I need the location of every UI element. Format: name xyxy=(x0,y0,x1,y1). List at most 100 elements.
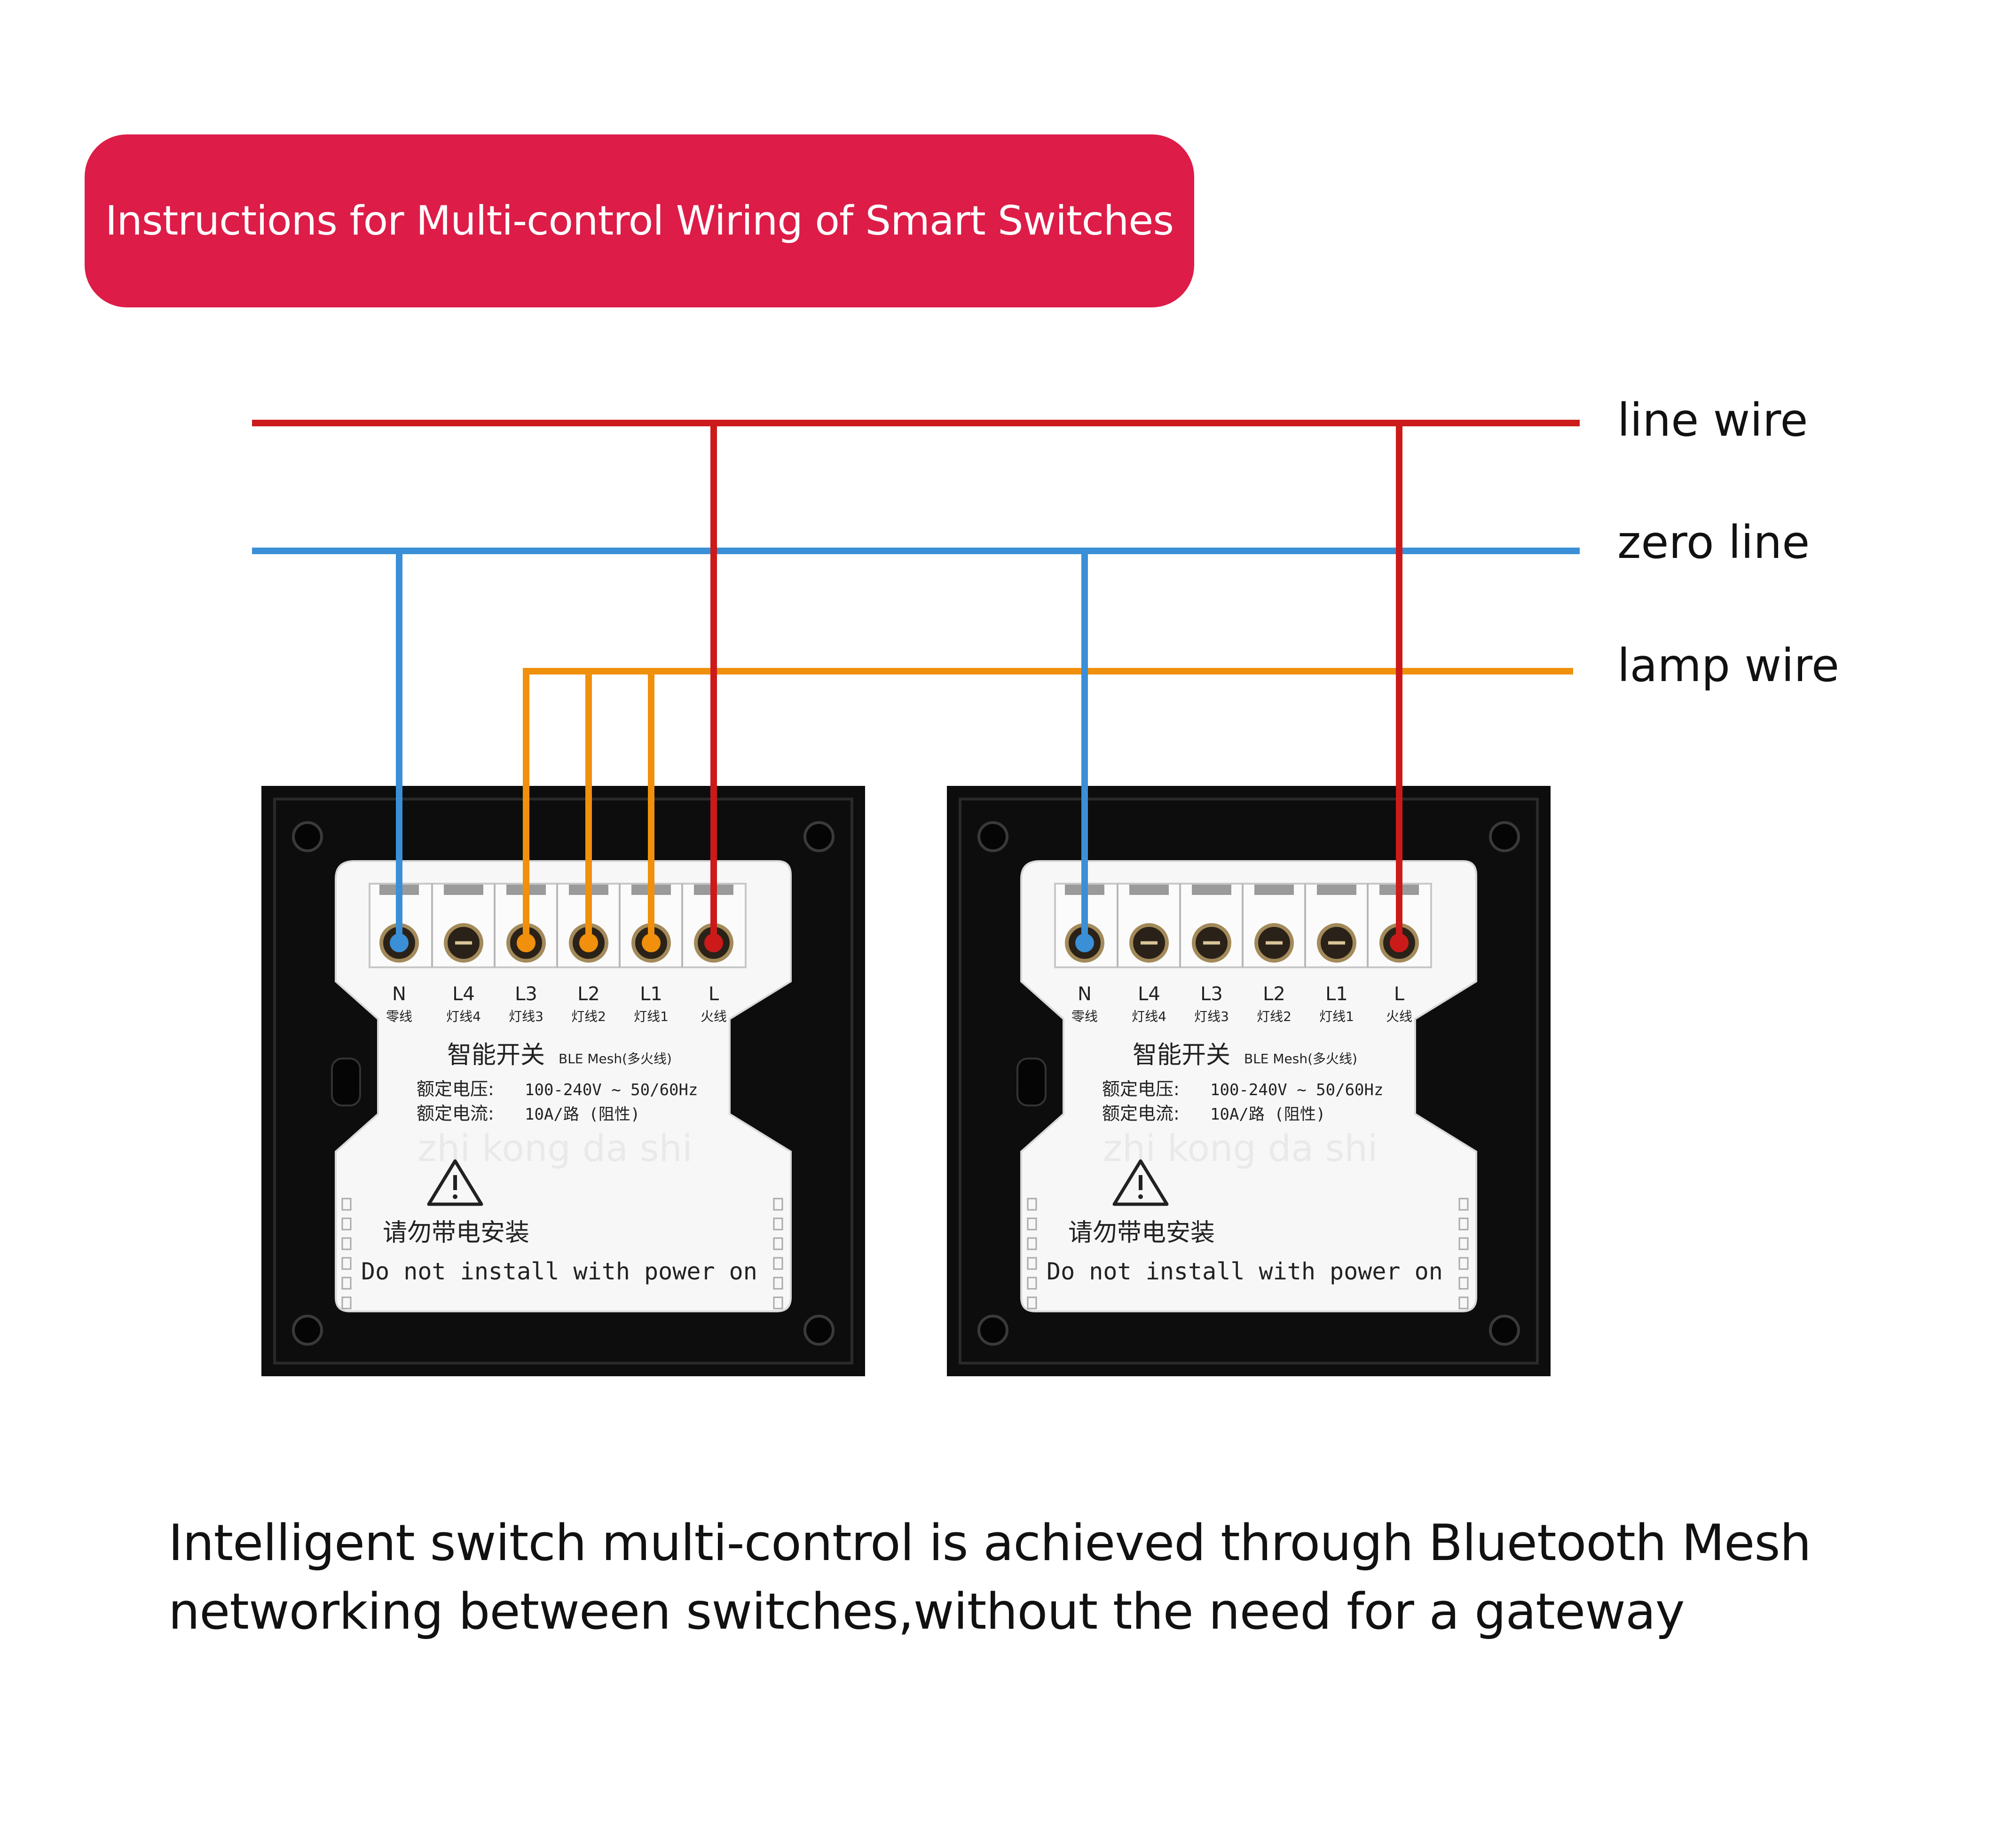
terminal-label-cn: 灯线2 xyxy=(571,1009,606,1024)
vent-slot xyxy=(773,1257,783,1270)
product-name: 智能开关 xyxy=(447,1041,545,1069)
terminal-clamp xyxy=(1254,885,1294,895)
terminal-label-cn: 灯线4 xyxy=(446,1009,481,1024)
product-model: BLE Mesh(多火线) xyxy=(1244,1051,1357,1066)
terminal-label-l: L xyxy=(709,983,719,1005)
terminal-label-cn: 零线 xyxy=(386,1009,412,1024)
caption-line-2: networking between switches,without the … xyxy=(168,1583,1685,1640)
vent-slot xyxy=(1027,1217,1037,1231)
product-model: BLE Mesh(多火线) xyxy=(559,1051,672,1066)
vent-slot xyxy=(341,1237,352,1250)
panel-slot xyxy=(1016,1058,1047,1106)
vent-slot xyxy=(773,1277,783,1290)
terminal-label-l2: L2 xyxy=(1263,983,1285,1005)
terminal-label-l3: L3 xyxy=(1200,983,1223,1005)
wire-end-icon xyxy=(1390,933,1409,952)
voltage-value: 100-240V ~ 50/60Hz xyxy=(525,1081,698,1099)
watermark-text: zhi kong da shi xyxy=(417,1128,693,1170)
mounting-hole-icon xyxy=(1489,821,1520,852)
mounting-hole-icon xyxy=(1489,1315,1520,1346)
current-label: 额定电流: xyxy=(417,1103,494,1124)
switch-module xyxy=(335,860,792,1312)
vent-slot xyxy=(1027,1296,1037,1310)
vent-slot xyxy=(1027,1257,1037,1270)
vent-slot xyxy=(1458,1237,1469,1250)
vent-slot xyxy=(1458,1217,1469,1231)
vent-slot xyxy=(1458,1257,1469,1270)
warning-text-cn: 请勿带电安装 xyxy=(383,1219,529,1247)
terminal-label-cn: 灯线1 xyxy=(634,1009,669,1024)
mounting-hole-icon xyxy=(803,821,835,852)
warning-text-en: Do not install with power on xyxy=(1047,1258,1443,1285)
wire-end-icon xyxy=(642,933,661,952)
vent-slot xyxy=(1458,1296,1469,1310)
vent-slot xyxy=(773,1217,783,1231)
terminal-label-l1: L1 xyxy=(640,983,662,1005)
vent-slot xyxy=(341,1257,352,1270)
vent-slot xyxy=(341,1277,352,1290)
zero-line-label: zero line xyxy=(1617,516,1810,569)
wire-end-icon xyxy=(390,933,409,952)
title-banner: Instructions for Multi-control Wiring of… xyxy=(85,134,1194,307)
voltage-value: 100-240V ~ 50/60Hz xyxy=(1210,1081,1383,1099)
terminal-clamp xyxy=(444,885,483,895)
terminal-label-cn: 火线 xyxy=(701,1009,727,1024)
warning-triangle-icon xyxy=(427,1159,483,1206)
vent-slot xyxy=(341,1198,352,1211)
terminal-label-l3: L3 xyxy=(515,983,537,1005)
lamp-wire-label: lamp wire xyxy=(1617,639,1840,692)
warning-triangle-icon xyxy=(1112,1159,1169,1206)
terminal-label-cn: 火线 xyxy=(1386,1009,1412,1024)
terminal-label-cn: 灯线2 xyxy=(1257,1009,1292,1024)
panel-slot xyxy=(331,1058,361,1106)
mounting-hole-icon xyxy=(977,1315,1008,1346)
vent-slot xyxy=(1027,1277,1037,1290)
vent-slot xyxy=(773,1198,783,1211)
current-value: 10A/路 (阻性) xyxy=(1210,1105,1325,1124)
product-name: 智能开关 xyxy=(1133,1041,1230,1069)
warning-dot xyxy=(1138,1194,1143,1199)
panel-bevel xyxy=(959,798,1539,1364)
wire-end-icon xyxy=(517,933,536,952)
caption-line-1: Intelligent switch multi-control is achi… xyxy=(168,1514,1811,1572)
mounting-hole-icon xyxy=(292,821,323,852)
terminal-label-l4: L4 xyxy=(452,983,475,1005)
wire-end-icon xyxy=(704,933,723,952)
terminal-label-l2: L2 xyxy=(577,983,600,1005)
terminal-clamp xyxy=(1192,885,1231,895)
wire-end-icon xyxy=(1075,933,1094,952)
watermark-text: zhi kong da shi xyxy=(1103,1128,1378,1170)
current-label: 额定电流: xyxy=(1102,1103,1180,1124)
vent-slot xyxy=(1458,1198,1469,1211)
terminal-clamp xyxy=(1317,885,1356,895)
current-value: 10A/路 (阻性) xyxy=(525,1105,640,1124)
mounting-hole-icon xyxy=(977,821,1008,852)
vent-slot xyxy=(773,1237,783,1250)
warning-text-en: Do not install with power on xyxy=(361,1258,757,1285)
line-wire-label: line wire xyxy=(1617,394,1808,447)
vent-slot xyxy=(773,1296,783,1310)
vent-slot xyxy=(1027,1237,1037,1250)
terminal-label-cn: 灯线1 xyxy=(1319,1009,1354,1024)
vent-slot xyxy=(1027,1198,1037,1211)
warning-text-cn: 请勿带电安装 xyxy=(1068,1219,1215,1247)
terminal-label-l4: L4 xyxy=(1138,983,1160,1005)
vent-slot xyxy=(341,1217,352,1231)
vent-slot xyxy=(1458,1277,1469,1290)
wire-end-icon xyxy=(579,933,598,952)
terminal-label-n: N xyxy=(392,983,406,1005)
terminal-label-l1: L1 xyxy=(1325,983,1348,1005)
voltage-label: 额定电压: xyxy=(1102,1079,1180,1099)
voltage-label: 额定电压: xyxy=(417,1079,494,1099)
terminal-label-n: N xyxy=(1078,983,1092,1005)
terminal-label-cn: 灯线3 xyxy=(509,1009,543,1024)
terminal-label-cn: 零线 xyxy=(1071,1009,1098,1024)
diagram-title: Instructions for Multi-control Wiring of… xyxy=(105,197,1174,244)
warning-dot xyxy=(453,1194,457,1199)
mounting-hole-icon xyxy=(803,1315,835,1346)
vent-slot xyxy=(341,1296,352,1310)
mounting-hole-icon xyxy=(292,1315,323,1346)
